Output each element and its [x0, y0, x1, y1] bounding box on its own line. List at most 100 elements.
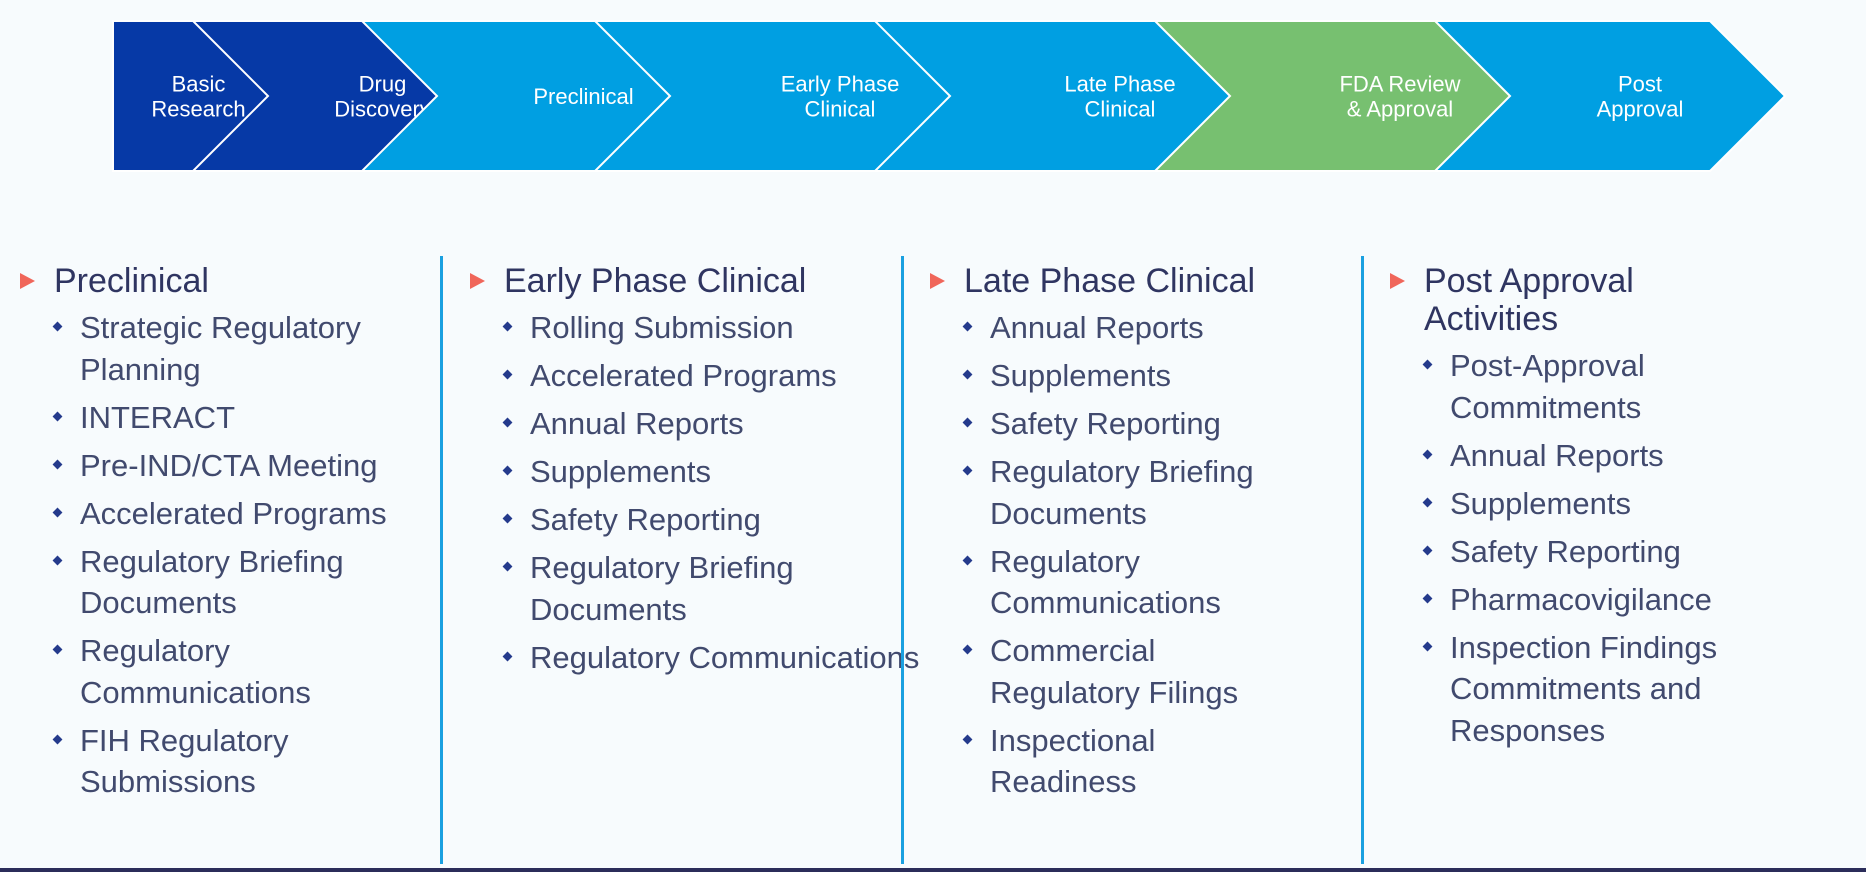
- column-heading-text: Post Approval Activities: [1424, 262, 1634, 338]
- pipeline-stage-label: Post: [1618, 72, 1662, 97]
- diamond-bullet-icon: [52, 644, 63, 655]
- list-item: Rolling Submission: [502, 307, 920, 349]
- list-item: Inspection Findings Commitments and Resp…: [1422, 627, 1770, 752]
- diamond-bullet-icon: [52, 459, 63, 469]
- pipeline-stage-label: Basic: [172, 72, 226, 97]
- list-item-text: Supplements: [990, 358, 1171, 393]
- list-item: Pre-IND/CTA Meeting: [52, 445, 410, 487]
- column-preclinical: Preclinical Strategic Regulatory Plannin…: [18, 262, 458, 809]
- column-item-list: Strategic Regulatory Planning INTERACT P…: [18, 307, 458, 803]
- list-item-text: Regulatory Briefing Documents: [530, 550, 794, 627]
- list-item-text: Commercial Regulatory Filings: [990, 633, 1239, 710]
- diamond-bullet-icon: [502, 465, 513, 476]
- list-item-text: Accelerated Programs: [80, 495, 387, 531]
- column-heading: Preclinical: [18, 262, 454, 300]
- pipeline-stage-label: Clinical: [1085, 97, 1156, 122]
- list-item-text: Accelerated Programs: [530, 358, 837, 393]
- list-item: FIH Regulatory Submissions: [52, 720, 410, 803]
- list-item: Accelerated Programs: [52, 493, 410, 535]
- list-item-text: FIH Regulatory Submissions: [80, 722, 289, 800]
- list-item-text: INTERACT: [80, 399, 235, 435]
- diamond-bullet-icon: [502, 561, 513, 572]
- list-item: Strategic Regulatory Planning: [52, 307, 410, 390]
- column-heading-text: Late Phase Clinical: [964, 262, 1256, 300]
- column-heading-text: Preclinical: [54, 262, 209, 300]
- diamond-bullet-icon: [502, 321, 513, 332]
- list-item-text: Rolling Submission: [530, 310, 794, 345]
- column-item-list: Rolling Submission Accelerated Programs …: [468, 307, 919, 678]
- list-item-text: Safety Reporting: [990, 406, 1221, 441]
- triangle-right-icon: [930, 273, 945, 289]
- column-divider: [1361, 256, 1364, 864]
- pipeline-stage-label: Clinical: [805, 97, 876, 122]
- diamond-bullet-icon: [52, 734, 63, 744]
- list-item-text: Safety Reporting: [530, 502, 761, 537]
- list-item: Regulatory Briefing Documents: [502, 547, 920, 630]
- list-item-text: Regulatory Communications: [530, 639, 920, 675]
- diamond-bullet-icon: [52, 555, 63, 565]
- phase-columns: Preclinical Strategic Regulatory Plannin…: [0, 262, 1866, 862]
- diamond-bullet-icon: [502, 513, 513, 524]
- list-item: Supplements: [1422, 483, 1770, 525]
- pipeline-stage: [1432, 20, 1787, 172]
- list-item: Safety Reporting: [502, 499, 920, 541]
- list-item: Regulatory Communications: [52, 630, 410, 713]
- column-heading: Post Approval Activities: [1388, 262, 1724, 338]
- list-item-text: Annual Reports: [990, 310, 1204, 345]
- list-item: Regulatory Communications: [962, 541, 1290, 624]
- pipeline-stage-label: Drug: [359, 72, 407, 97]
- list-item-text: Annual Reports: [1450, 437, 1664, 473]
- list-item-text: Supplements: [530, 454, 711, 489]
- list-item: Supplements: [502, 451, 920, 493]
- pipeline-stage-label: Approval: [1597, 97, 1684, 122]
- diamond-bullet-icon: [1422, 545, 1433, 555]
- bottom-border: [0, 868, 1866, 872]
- list-item: Inspectional Readiness: [962, 720, 1290, 803]
- diamond-bullet-icon: [962, 555, 973, 565]
- list-item: Annual Reports: [502, 403, 920, 445]
- list-item: Regulatory Communications: [502, 637, 920, 679]
- list-item-text: Pre-IND/CTA Meeting: [80, 447, 378, 483]
- diamond-bullet-icon: [962, 465, 973, 476]
- pipeline-stage-label: Late Phase: [1064, 72, 1175, 97]
- diamond-bullet-icon: [1422, 449, 1433, 459]
- list-item: Post-Approval Commitments: [1422, 345, 1770, 428]
- diamond-bullet-icon: [962, 734, 973, 744]
- column-late-phase-clinical: Late Phase Clinical Annual Reports Suppl…: [928, 262, 1368, 809]
- column-divider: [901, 256, 904, 864]
- column-heading: Late Phase Clinical: [928, 262, 1364, 300]
- column-divider: [440, 256, 443, 864]
- pipeline-stage-label: Preclinical: [533, 84, 633, 109]
- list-item-text: Strategic Regulatory Planning: [80, 310, 361, 387]
- column-item-list: Post-Approval Commitments Annual Reports…: [1388, 345, 1828, 751]
- triangle-right-icon: [20, 273, 35, 289]
- list-item: Accelerated Programs: [502, 355, 920, 397]
- diamond-bullet-icon: [502, 417, 513, 428]
- pipeline-stage-label: FDA Review: [1339, 72, 1460, 97]
- diamond-bullet-icon: [962, 644, 973, 655]
- list-item: Safety Reporting: [1422, 531, 1770, 573]
- list-item: Regulatory Briefing Documents: [962, 451, 1290, 534]
- column-item-list: Annual Reports Supplements Safety Report…: [928, 307, 1368, 803]
- list-item-text: Supplements: [1450, 485, 1631, 521]
- list-item: Annual Reports: [962, 307, 1290, 349]
- list-item: Annual Reports: [1422, 435, 1770, 477]
- list-item: Regulatory Briefing Documents: [52, 541, 410, 624]
- list-item-text: Regulatory Briefing Documents: [990, 454, 1254, 531]
- list-item-text: Pharmacovigilance: [1450, 581, 1712, 617]
- column-heading-text: Early Phase Clinical: [504, 262, 807, 300]
- list-item-text: Annual Reports: [530, 406, 744, 441]
- diamond-bullet-icon: [52, 507, 63, 517]
- pipeline-stage-label: Early Phase: [781, 72, 900, 97]
- pipeline-stage-label: & Approval: [1347, 97, 1453, 122]
- diamond-bullet-icon: [502, 651, 513, 661]
- diamond-bullet-icon: [502, 369, 513, 380]
- list-item-text: Regulatory Communications: [990, 543, 1221, 621]
- diamond-bullet-icon: [52, 411, 63, 421]
- diamond-bullet-icon: [1422, 497, 1433, 507]
- diamond-bullet-icon: [962, 321, 973, 332]
- triangle-right-icon: [470, 273, 485, 289]
- diamond-bullet-icon: [962, 417, 973, 428]
- column-post-approval-activities: Post Approval Activities Post-Approval C…: [1388, 262, 1828, 758]
